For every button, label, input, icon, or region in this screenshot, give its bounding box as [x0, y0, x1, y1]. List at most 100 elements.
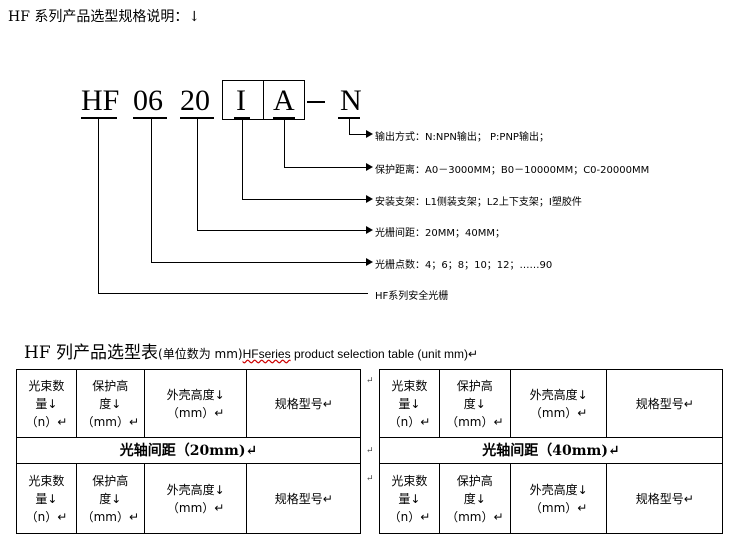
- protect-line-1: 保护高: [456, 378, 493, 393]
- table-heading-en-rest: product selection table (unit mm)↵: [290, 347, 479, 361]
- code-series-underline: [81, 117, 117, 119]
- table-row: 光束数 量↓ （n）↵ 保护高 度↓ （mm）↵ 外壳高度↓ （mm）↵ 规格型…: [379, 369, 723, 438]
- table-heading-en-series: HFseries: [242, 347, 291, 361]
- code-output-underline: [338, 117, 360, 119]
- header-housing-r2: 外壳高度↓ （mm）↵: [509, 463, 608, 534]
- table-row: 光束数 量↓ （n）↵ 保护高 度↓ （mm）↵ 外壳高度↓ （mm）↵ 规格型…: [16, 369, 361, 438]
- beams-line-1: 光束数: [28, 473, 65, 488]
- code-output: N: [340, 84, 362, 117]
- header-model-r2: 规格型号↵: [606, 463, 723, 534]
- code-distance-underline: [273, 117, 295, 119]
- header-protect-2: 保护高 度↓ （mm）↵: [75, 463, 145, 534]
- beams-line-2: 量↓: [35, 396, 58, 411]
- connector-output-h: [349, 134, 369, 135]
- beams-line-3: （n）↵: [25, 414, 68, 429]
- header-protect: 保护高 度↓ （mm）↵: [75, 369, 145, 438]
- protect-line-3: （mm）↵: [446, 509, 504, 524]
- housing-line-2: （mm）↵: [529, 405, 588, 420]
- housing-line-1: 外壳高度↓: [529, 482, 588, 497]
- connector-points-h: [151, 262, 369, 263]
- header-model-2: 规格型号↵: [246, 463, 361, 534]
- connector-distance-v: [284, 119, 285, 167]
- code-series: HF: [81, 84, 120, 117]
- code-distance: A: [273, 84, 295, 117]
- beams-line-3: （n）↵: [388, 414, 431, 429]
- desc-series: HF系列安全光栅: [375, 291, 449, 302]
- desc-bracket: 安装支架：L1侧装支架；L2上下支架；I塑胶件: [375, 197, 582, 208]
- row-mark-1: ↵: [366, 376, 374, 386]
- protect-line-2: 度↓: [463, 491, 486, 506]
- protect-line-3: （mm）↵: [81, 509, 140, 524]
- beams-line-1: 光束数: [391, 473, 428, 488]
- housing-line-2: （mm）↵: [529, 500, 588, 515]
- connector-distance-h: [284, 167, 369, 168]
- header-beams-2: 光束数 量↓ （n）↵: [16, 463, 77, 534]
- connector-spacing-v: [197, 119, 198, 230]
- code-bracket-underline: [234, 117, 250, 119]
- protect-line-1: 保护高: [92, 378, 129, 393]
- desc-distance: 保护距离：A0－3000MM；B0－10000MM；C0-20000MM: [375, 165, 650, 176]
- housing-line-2: （mm）↵: [166, 500, 225, 515]
- arrow-output-icon: [366, 130, 373, 138]
- housing-line-1: 外壳高度↓: [166, 482, 225, 497]
- code-spacing: 20: [180, 84, 210, 117]
- table-row: 光轴间距（40mm)↵: [379, 437, 723, 464]
- beams-line-2: 量↓: [398, 396, 421, 411]
- row-mark-3: ↵: [366, 474, 374, 484]
- code-points-underline: [133, 117, 167, 119]
- housing-line-1: 外壳高度↓: [529, 387, 588, 402]
- page-heading: HF 系列产品选型规格说明：↓: [8, 9, 201, 25]
- band-20mm: 光轴间距（20mm)↵: [16, 437, 361, 464]
- protect-line-1: 保护高: [92, 473, 129, 488]
- arrow-points-icon: [366, 258, 373, 266]
- connector-bracket-h: [242, 199, 369, 200]
- band-40mm: 光轴间距（40mm)↵: [379, 437, 723, 464]
- table-row: 光轴间距（20mm)↵: [16, 437, 361, 464]
- header-protect-r2: 保护高 度↓ （mm）↵: [438, 463, 511, 534]
- table-heading-main: HF 列产品选型表: [24, 343, 159, 363]
- beams-line-3: （n）↵: [25, 509, 68, 524]
- protect-line-3: （mm）↵: [81, 414, 140, 429]
- code-spacing-underline: [180, 117, 214, 119]
- header-housing: 外壳高度↓ （mm）↵: [143, 369, 248, 438]
- desc-spacing: 光栅间距：20MM；40MM；: [375, 228, 505, 239]
- header-housing-r: 外壳高度↓ （mm）↵: [509, 369, 608, 438]
- code-dash: [307, 101, 325, 103]
- desc-output: 输出方式：N:NPN输出； P:PNP输出；: [375, 132, 549, 143]
- header-beams-r2: 光束数 量↓ （n）↵: [379, 463, 440, 534]
- header-model-r: 规格型号↵: [606, 369, 723, 438]
- header-protect-r: 保护高 度↓ （mm）↵: [438, 369, 511, 438]
- arrow-bracket-icon: [366, 195, 373, 203]
- header-model: 规格型号↵: [246, 369, 361, 438]
- code-bracket: I: [236, 84, 246, 117]
- connector-points-v: [151, 119, 152, 262]
- connector-bracket-v: [242, 119, 243, 199]
- arrow-spacing-icon: [366, 226, 373, 234]
- selection-table-left: 光束数 量↓ （n）↵ 保护高 度↓ （mm）↵ 外壳高度↓ （mm）↵ 规格型…: [16, 369, 361, 534]
- row-mark-2: ↵: [366, 446, 374, 456]
- beams-line-3: （n）↵: [388, 509, 431, 524]
- table-row: 光束数 量↓ （n）↵ 保护高 度↓ （mm）↵ 外壳高度↓ （mm）↵ 规格型…: [379, 463, 723, 534]
- header-beams-r: 光束数 量↓ （n）↵: [379, 369, 440, 438]
- connector-series-h: [98, 293, 368, 294]
- protect-line-2: 度↓: [99, 396, 122, 411]
- table-heading-unit: (单位数为 mm): [158, 347, 243, 361]
- connector-output-v: [349, 119, 350, 134]
- beams-line-1: 光束数: [391, 378, 428, 393]
- beams-line-2: 量↓: [35, 491, 58, 506]
- beams-line-2: 量↓: [398, 491, 421, 506]
- housing-line-2: （mm）↵: [166, 405, 225, 420]
- header-housing-2: 外壳高度↓ （mm）↵: [143, 463, 248, 534]
- header-beams: 光束数 量↓ （n）↵: [16, 369, 77, 438]
- table-row: 光束数 量↓ （n）↵ 保护高 度↓ （mm）↵ 外壳高度↓ （mm）↵ 规格型…: [16, 463, 361, 534]
- protect-line-2: 度↓: [463, 396, 486, 411]
- connector-series-v: [98, 119, 99, 293]
- arrow-distance-icon: [366, 163, 373, 171]
- protect-line-3: （mm）↵: [446, 414, 504, 429]
- table-heading: HF 列产品选型表(单位数为 mm)HFseries product selec…: [24, 338, 478, 363]
- beams-line-1: 光束数: [28, 378, 65, 393]
- connector-spacing-h: [197, 230, 369, 231]
- selection-table-right: 光束数 量↓ （n）↵ 保护高 度↓ （mm）↵ 外壳高度↓ （mm）↵ 规格型…: [379, 369, 723, 534]
- housing-line-1: 外壳高度↓: [166, 387, 225, 402]
- protect-line-1: 保护高: [456, 473, 493, 488]
